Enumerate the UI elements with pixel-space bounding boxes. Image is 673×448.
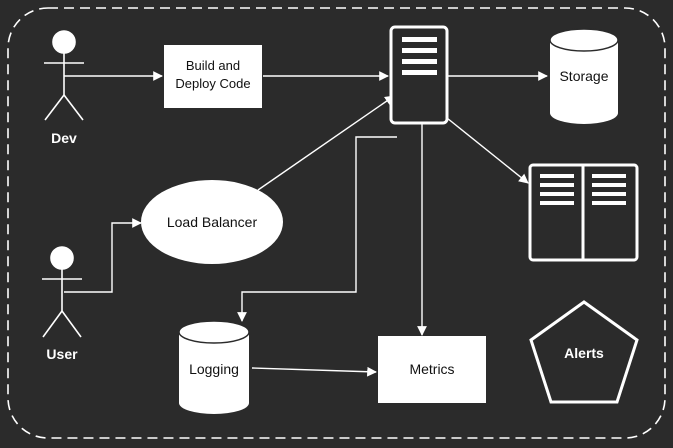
metrics-box (378, 336, 486, 403)
alerts-label: Alerts (564, 345, 604, 361)
load-balancer-node (141, 180, 283, 264)
edge-logging-to-metrics (251, 366, 377, 377)
load-balancer-label: Load Balancer (167, 214, 258, 230)
server-icon (389, 25, 449, 125)
build-deploy-label-line1: Build and (186, 58, 240, 73)
edge-user-to-lb (64, 218, 142, 293)
edge-server-to-logging (237, 136, 397, 322)
stick-figure-icon (44, 30, 84, 121)
edge-server-to-rack (446, 117, 529, 184)
metrics-label: Metrics (409, 361, 454, 377)
user-label: User (46, 346, 78, 362)
system-boundary (7, 7, 666, 439)
storage-cylinder (549, 28, 619, 124)
dev-actor (44, 30, 84, 121)
edge-lb-to-server (257, 95, 395, 191)
user-actor (42, 246, 82, 338)
storage-label: Storage (559, 68, 608, 84)
build-deploy-box (164, 45, 262, 108)
dev-label: Dev (51, 130, 77, 146)
server-rack-icon (528, 163, 639, 262)
logging-cylinder (178, 320, 250, 414)
logging-label: Logging (189, 361, 239, 377)
connectors (64, 71, 548, 377)
build-deploy-label-line2: Deploy Code (175, 76, 250, 91)
alerts-pentagon (529, 300, 639, 404)
stick-figure-icon (42, 246, 82, 338)
